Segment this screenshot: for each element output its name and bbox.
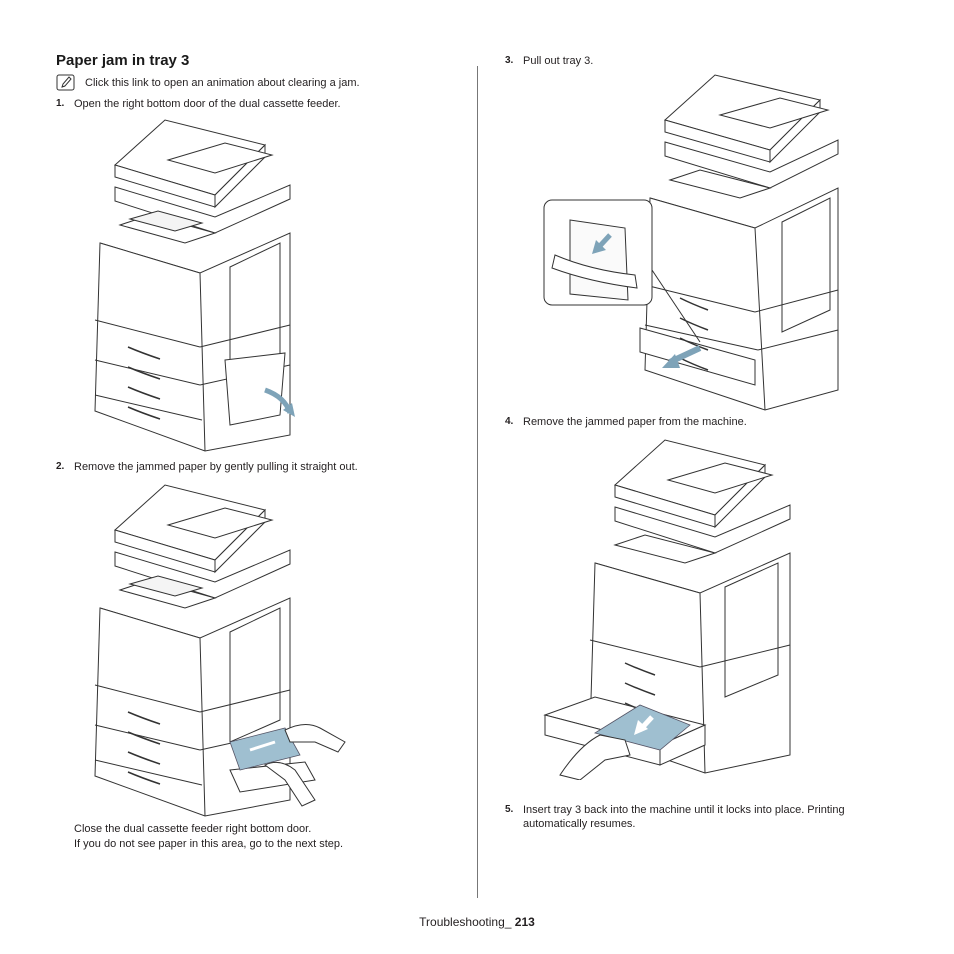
step-1: 1. Open the right bottom door of the dua… <box>56 98 341 110</box>
step-2-note-close: Close the dual cassette feeder right bot… <box>74 823 312 835</box>
column-divider <box>477 66 478 898</box>
step-3: 3. Pull out tray 3. <box>505 55 594 67</box>
step-5: 5. Insert tray 3 back into the machine u… <box>505 804 845 830</box>
illustration-remove-paper-tray <box>543 439 791 780</box>
note-row[interactable]: Click this link to open an animation abo… <box>56 74 360 92</box>
note-pencil-icon[interactable] <box>56 74 76 92</box>
page-footer: Troubleshooting_ 213 <box>0 915 954 929</box>
footer-section: Troubleshooting_ <box>419 915 512 929</box>
page-number: 213 <box>514 915 535 929</box>
animation-link[interactable]: Click this link to open an animation abo… <box>85 77 360 89</box>
illustration-pull-tray <box>543 74 839 411</box>
step-4: 4. Remove the jammed paper from the mach… <box>505 416 747 428</box>
page-title: Paper jam in tray 3 <box>56 52 190 69</box>
illustration-remove-paper <box>94 484 346 817</box>
step-2-note-next: If you do not see paper in this area, go… <box>74 838 344 850</box>
step-2: 2. Remove the jammed paper by gently pul… <box>56 461 358 473</box>
illustration-open-door <box>94 119 295 452</box>
